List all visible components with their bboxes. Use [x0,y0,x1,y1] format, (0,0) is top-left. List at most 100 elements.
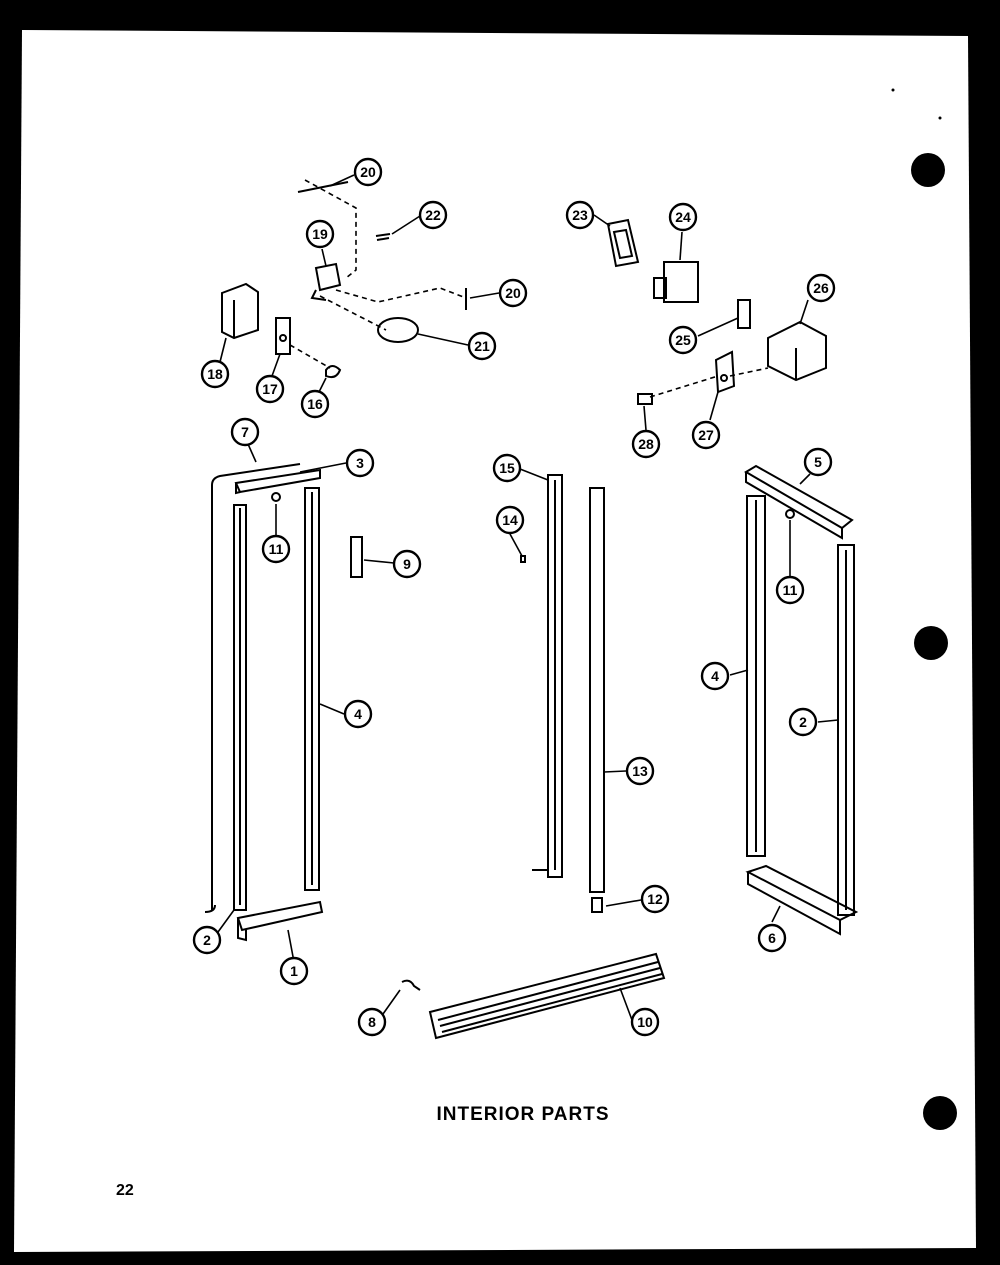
leader-5 [799,473,811,485]
callout-label: 18 [207,366,223,382]
callout-label: 4 [711,668,719,684]
callout-label: 11 [783,582,798,598]
callout-7: 7 [230,417,260,447]
screw-11-right [785,509,795,519]
leader-12 [605,899,642,907]
clip-25 [737,299,751,329]
callout-label: 5 [814,454,822,470]
callout-label: 26 [813,280,829,296]
screw-8 [401,979,421,991]
dash-c [319,295,387,331]
callout-label: 20 [505,285,521,301]
callout-label: 25 [675,332,691,348]
trim-strip-7 [211,463,301,910]
paper [14,30,976,1252]
callout-label: 20 [360,164,376,180]
callout-25: 25 [668,325,698,355]
callout-23: 23 [565,200,595,230]
callout-label: 23 [572,207,588,223]
trim-13 [589,487,605,893]
callout-label: 4 [354,706,362,722]
binder-hole-top [911,153,945,187]
leader-13 [603,770,627,773]
control-box-18 [221,282,259,340]
dash-e [649,375,719,398]
callout-6: 6 [757,923,787,953]
leader-9 [363,559,395,564]
callout-layer: 1 2 2 3 4 4 5 6 [192,157,836,1037]
callout-label: 2 [203,932,211,948]
callout-26: 26 [806,273,836,303]
top-frame-5 [744,464,854,530]
leader-19 [321,248,327,267]
leader-4-right [729,669,749,676]
callout-24: 24 [668,202,698,232]
callout-8: 8 [357,1007,387,1037]
knob-28 [637,393,653,405]
callout-label: 6 [768,930,776,946]
knob-16 [325,365,342,379]
callout-27: 27 [691,420,721,450]
callout-label: 11 [269,541,284,557]
speck [891,88,895,92]
leader-23 [593,214,611,227]
leader-4 [319,703,345,715]
leader-1 [287,929,295,963]
plate-17 [275,317,291,355]
callout-19: 19 [305,219,335,249]
callout-22: 22 [418,200,448,230]
top-frame-3-edge [235,483,241,495]
leader-20 [469,292,500,299]
timer-24 [663,261,699,303]
right-assembly-rail-4 [746,495,766,857]
callout-13: 13 [625,756,655,786]
dash-b [335,287,467,303]
block-9 [350,536,363,578]
callout-label: 8 [368,1014,376,1030]
callout-18: 18 [200,359,230,389]
thermostat-21 [377,317,419,343]
callout-label: 13 [632,763,648,779]
callout-9: 9 [392,549,422,579]
leader-26 [799,299,809,325]
callout-label: 17 [262,381,278,397]
callout-2-right: 2 [788,707,818,737]
callout-14: 14 [495,505,525,535]
callout-label: 16 [307,396,323,412]
callout-11-right: 11 [775,575,805,605]
grille-10-slot [437,961,659,1021]
callout-4-left: 4 [343,699,373,729]
callout-label: 27 [698,427,714,443]
drawing-lines-2 [401,218,859,1040]
leader-28 [643,405,647,431]
clip-14 [520,555,526,563]
bracket-19 [314,262,342,292]
trim-strip-7-end [204,904,216,913]
leader-6 [771,905,781,923]
callout-label: 7 [241,424,249,440]
leader-7 [247,443,257,463]
bottom-frame-6 [745,864,859,922]
leader-25 [697,317,739,337]
binder-hole-bottom [923,1096,957,1130]
callout-label: 24 [675,209,691,225]
callout-15: 15 [492,453,522,483]
mullion-15 [547,474,563,878]
timer-24-side [653,277,667,299]
plate-17-hole [279,334,287,342]
callout-label: 22 [425,207,441,223]
grille-10-slot [439,967,661,1027]
leader-14 [509,533,523,557]
leader-dashes [289,179,769,398]
diagram-title: INTERIOR PARTS [436,1104,609,1125]
leader-17 [271,353,281,377]
callout-label: 9 [403,556,411,572]
callout-label: 10 [637,1014,653,1030]
callout-11-left: 11 [261,534,291,564]
callout-label: 1 [290,963,298,979]
leader-20-top [329,174,355,187]
gasket-23 [606,218,640,268]
leader-15 [519,468,549,481]
page-number: 22 [116,1182,134,1199]
